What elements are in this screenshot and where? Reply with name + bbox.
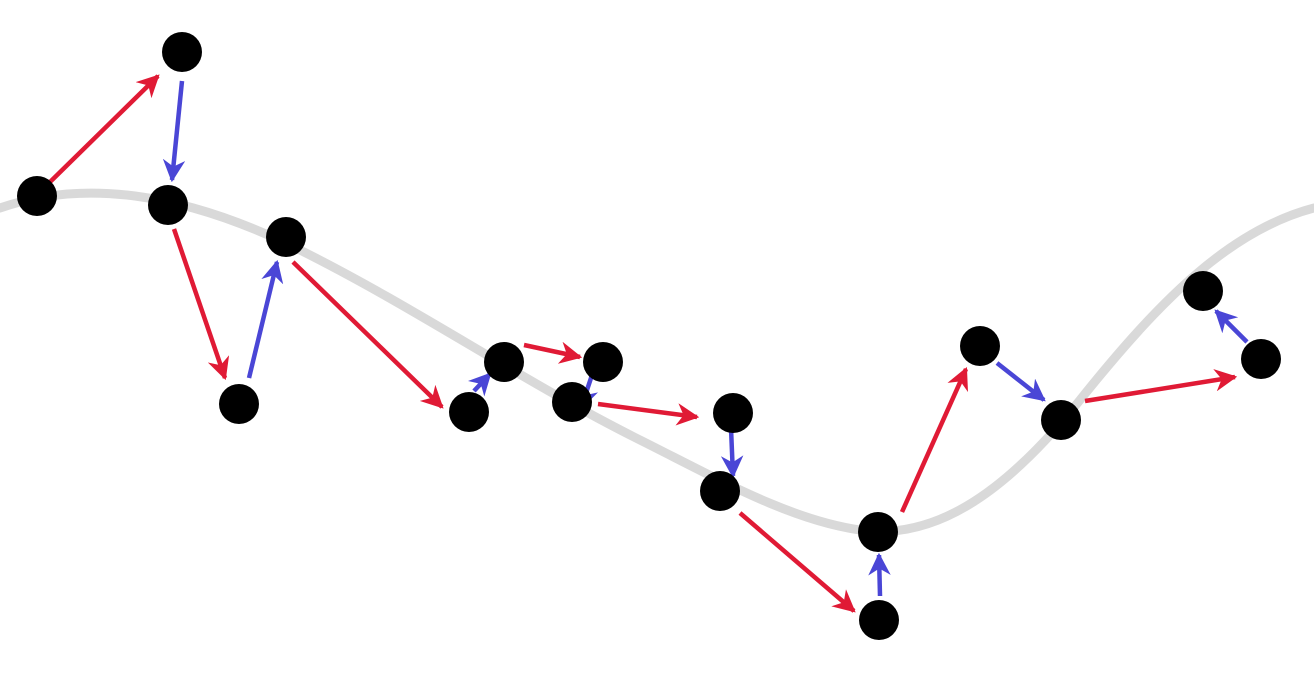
blue-step-7: [995, 361, 1046, 402]
point-16: [1241, 339, 1281, 379]
point-14: [960, 326, 1000, 366]
point-5: [266, 217, 306, 257]
blue-step-1: [162, 80, 186, 183]
red-steps: [48, 74, 1238, 613]
red-step-1: [48, 74, 160, 184]
smooth-curve: [0, 188, 1314, 536]
point-17: [1183, 271, 1223, 311]
blue-steps: [162, 80, 1249, 597]
point-1: [17, 176, 57, 216]
blue-step-8: [1214, 309, 1249, 344]
point-2: [162, 32, 202, 72]
point-7: [484, 342, 524, 382]
red-step-2: [171, 228, 230, 381]
red-step-3: [291, 260, 444, 409]
point-3: [148, 185, 188, 225]
point-8: [583, 342, 623, 382]
red-step-6: [738, 511, 856, 613]
blue-step-5: [720, 427, 744, 479]
red-step-5: [597, 401, 700, 426]
point-4: [219, 384, 259, 424]
red-step-7: [899, 366, 969, 513]
point-13: [858, 512, 898, 552]
point-6: [449, 392, 489, 432]
point-11: [700, 471, 740, 511]
point-10: [713, 393, 753, 433]
blue-step-3: [467, 372, 492, 397]
blue-step-2: [246, 259, 284, 379]
point-9: [552, 382, 592, 422]
point-15: [1041, 400, 1081, 440]
point-12: [859, 600, 899, 640]
red-step-4: [523, 341, 583, 364]
points: [17, 32, 1281, 640]
red-step-8: [1084, 369, 1238, 404]
blue-step-6: [868, 552, 891, 597]
